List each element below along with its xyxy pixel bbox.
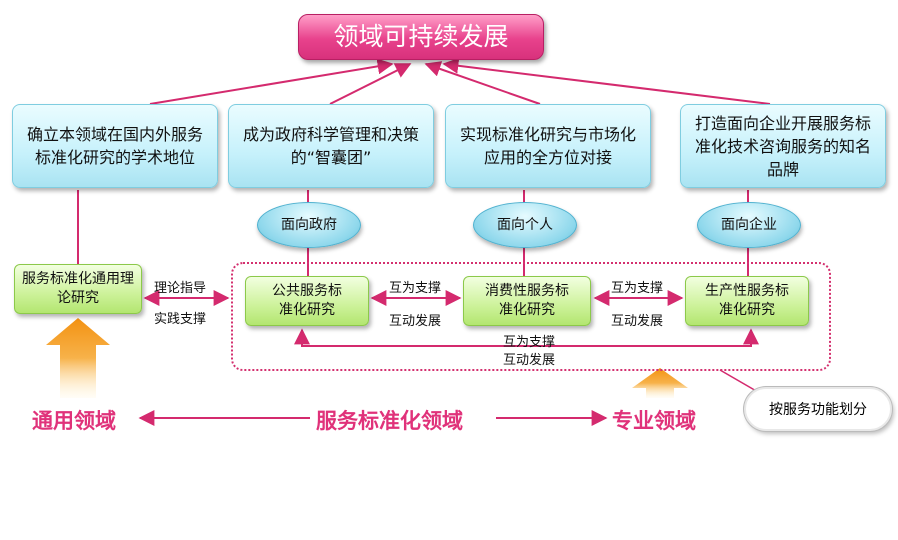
producer-service-box: 生产性服务标准化研究 [685, 276, 809, 326]
audience-individual: 面向个人 [473, 202, 577, 248]
classification-note: 按服务功能划分 [744, 387, 892, 431]
mutual-develop-1: 互动发展 [389, 314, 442, 329]
consumer-service-box: 消费性服务标准化研究 [463, 276, 591, 326]
goal-box-4: 打造面向企业开展服务标准化技术咨询服务的知名品牌 [680, 104, 886, 188]
domain-special: 专业领域 [612, 409, 696, 433]
special-domain-frame [231, 262, 831, 371]
goal-text: 确立本领域在国内外服务标准化研究的学术地位 [26, 125, 203, 167]
general-research-text: 服务标准化通用理论研究 [22, 271, 134, 306]
link-label-practice: 实践支撑 [154, 312, 207, 327]
public-service-text: 公共服务标准化研究 [272, 283, 342, 318]
mutual-support-2: 互为支撑 [611, 281, 664, 296]
producer-service-text: 生产性服务标准化研究 [705, 283, 789, 318]
public-service-box: 公共服务标准化研究 [245, 276, 369, 326]
mutual-develop-3: 互动发展 [503, 353, 556, 368]
arrow-goal2-title [329, 63, 412, 105]
arrow-goal1-title [149, 58, 394, 105]
domain-center: 服务标准化领域 [316, 409, 463, 433]
goal-text: 成为政府科学管理和决策的“智囊团” [242, 125, 419, 167]
arrow-goal3-title [424, 61, 541, 105]
mutual-support-3: 互为支撑 [503, 335, 556, 350]
goal-text: 实现标准化研究与市场化应用的全方位对接 [459, 125, 636, 167]
general-research-box: 服务标准化通用理论研究 [14, 264, 142, 314]
audience-enterprise: 面向企业 [697, 202, 801, 248]
goal-box-1: 确立本领域在国内外服务标准化研究的学术地位 [12, 104, 218, 188]
goal-box-2: 成为政府科学管理和决策的“智囊团” [228, 104, 434, 188]
orange-up-arrow-special [632, 368, 688, 398]
mutual-develop-2: 互动发展 [611, 314, 664, 329]
link-label-theory: 理论指导 [154, 281, 207, 296]
goal-box-3: 实现标准化研究与市场化应用的全方位对接 [445, 104, 651, 188]
title-box: 领域可持续发展 [298, 14, 544, 60]
domain-general: 通用领域 [32, 409, 116, 433]
audience-government: 面向政府 [257, 202, 361, 248]
arrow-goal4-title [442, 57, 771, 105]
title-text: 领域可持续发展 [333, 22, 509, 51]
mutual-support-1: 互为支撑 [389, 281, 442, 296]
goal-text: 打造面向企业开展服务标准化技术咨询服务的知名品牌 [694, 113, 871, 179]
orange-up-arrow-general [46, 318, 110, 398]
consumer-service-text: 消费性服务标准化研究 [485, 283, 569, 318]
